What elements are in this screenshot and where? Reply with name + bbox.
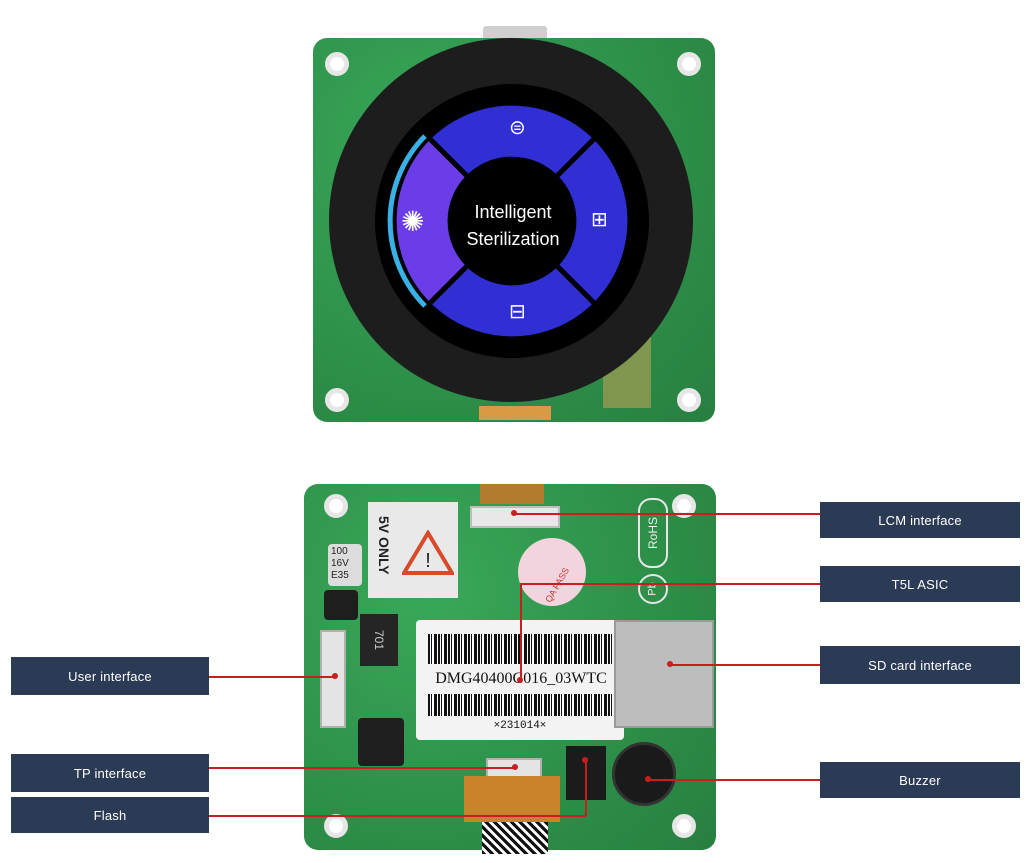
qr-code: [482, 822, 548, 854]
plug-icon[interactable]: ⊜: [509, 117, 526, 139]
cap-label-3: E35: [331, 570, 349, 581]
label-buzzer: Buzzer: [820, 762, 1020, 798]
sanitizer-bottle-icon[interactable]: ⊞: [591, 209, 608, 231]
mount-hole: [672, 814, 696, 838]
leader-user: [209, 676, 335, 678]
leader-sd: [670, 664, 820, 666]
label-tp-interface: TP interface: [11, 754, 209, 792]
cap-label-1: 100: [331, 546, 348, 557]
mount-hole: [325, 52, 349, 76]
leader-dot: [517, 677, 523, 683]
leader-lcm: [514, 513, 820, 515]
qa-pass-text: QA PASS: [543, 565, 572, 605]
screen-title-line2: Sterilization: [466, 229, 560, 249]
virus-icon[interactable]: ✺: [401, 206, 425, 237]
mount-hole: [325, 388, 349, 412]
label-flash: Flash: [11, 797, 209, 833]
segment-left: [391, 134, 472, 308]
sd-card-slot: [614, 620, 714, 728]
bottom-flex: [479, 406, 551, 420]
mount-hole: [677, 52, 701, 76]
leader-flash-vertical: [585, 760, 587, 816]
mount-hole: [677, 388, 701, 412]
cap-label-2: 16V: [331, 558, 349, 569]
qa-sticker: QA PASS: [518, 538, 586, 606]
leader-tp: [209, 767, 515, 769]
inductor: [358, 718, 404, 766]
inductor-label: 701: [372, 629, 386, 651]
leader-dot: [511, 510, 517, 516]
label-sd-card-interface: SD card interface: [820, 646, 1020, 684]
leader-dot: [582, 757, 588, 763]
segment-left-accent: [387, 134, 427, 308]
warning-text: 5V ONLY: [376, 516, 392, 575]
leader-dot: [512, 764, 518, 770]
leader-buzzer: [648, 779, 820, 781]
segment-top: [425, 100, 599, 181]
rohs-text: RoHS: [646, 516, 661, 550]
inductor-701: 701: [360, 614, 398, 666]
warning-triangle-icon: !: [402, 530, 454, 575]
label-user-interface: User interface: [11, 657, 209, 695]
buzzer-component: [612, 742, 676, 806]
label-t5l-asic: T5L ASIC: [820, 566, 1020, 602]
capacitor: 100 16V E35: [328, 544, 362, 586]
leader-flash: [209, 815, 586, 817]
svg-text:!: !: [425, 550, 431, 572]
label-lcm-interface: LCM interface: [820, 502, 1020, 538]
warning-sticker: 5V ONLY !: [368, 502, 458, 598]
mount-hole: [324, 814, 348, 838]
sterilizer-lamp-icon[interactable]: ⊟: [509, 301, 526, 323]
user-connector: [320, 630, 346, 728]
lcm-connector: [480, 484, 544, 504]
rohs-mark: RoHS: [638, 498, 668, 568]
leader-dot: [332, 673, 338, 679]
date-code: ×231014×: [493, 720, 547, 732]
lcm-socket: [470, 506, 560, 528]
leader-t5l: [520, 583, 820, 585]
pb-mark: Pb: [638, 574, 668, 604]
back-module: 5V ONLY ! 100 16V E35 701 QA PASS DMG404…: [304, 484, 716, 860]
round-display: [375, 84, 649, 358]
tp-flex: [464, 776, 560, 822]
segment-bottom: [425, 261, 599, 342]
mount-hole: [324, 494, 348, 518]
leader-dot: [645, 776, 651, 782]
inductor: [324, 590, 358, 620]
barcode-2: [428, 694, 612, 716]
screen-title-line1: Intelligent: [474, 202, 552, 222]
leader-t5l-vertical: [520, 583, 522, 680]
front-module: Intelligent Sterilization ✺ ⊜ ⊞ ⊟: [313, 22, 715, 426]
segment-right: [552, 134, 633, 308]
leader-dot: [667, 661, 673, 667]
